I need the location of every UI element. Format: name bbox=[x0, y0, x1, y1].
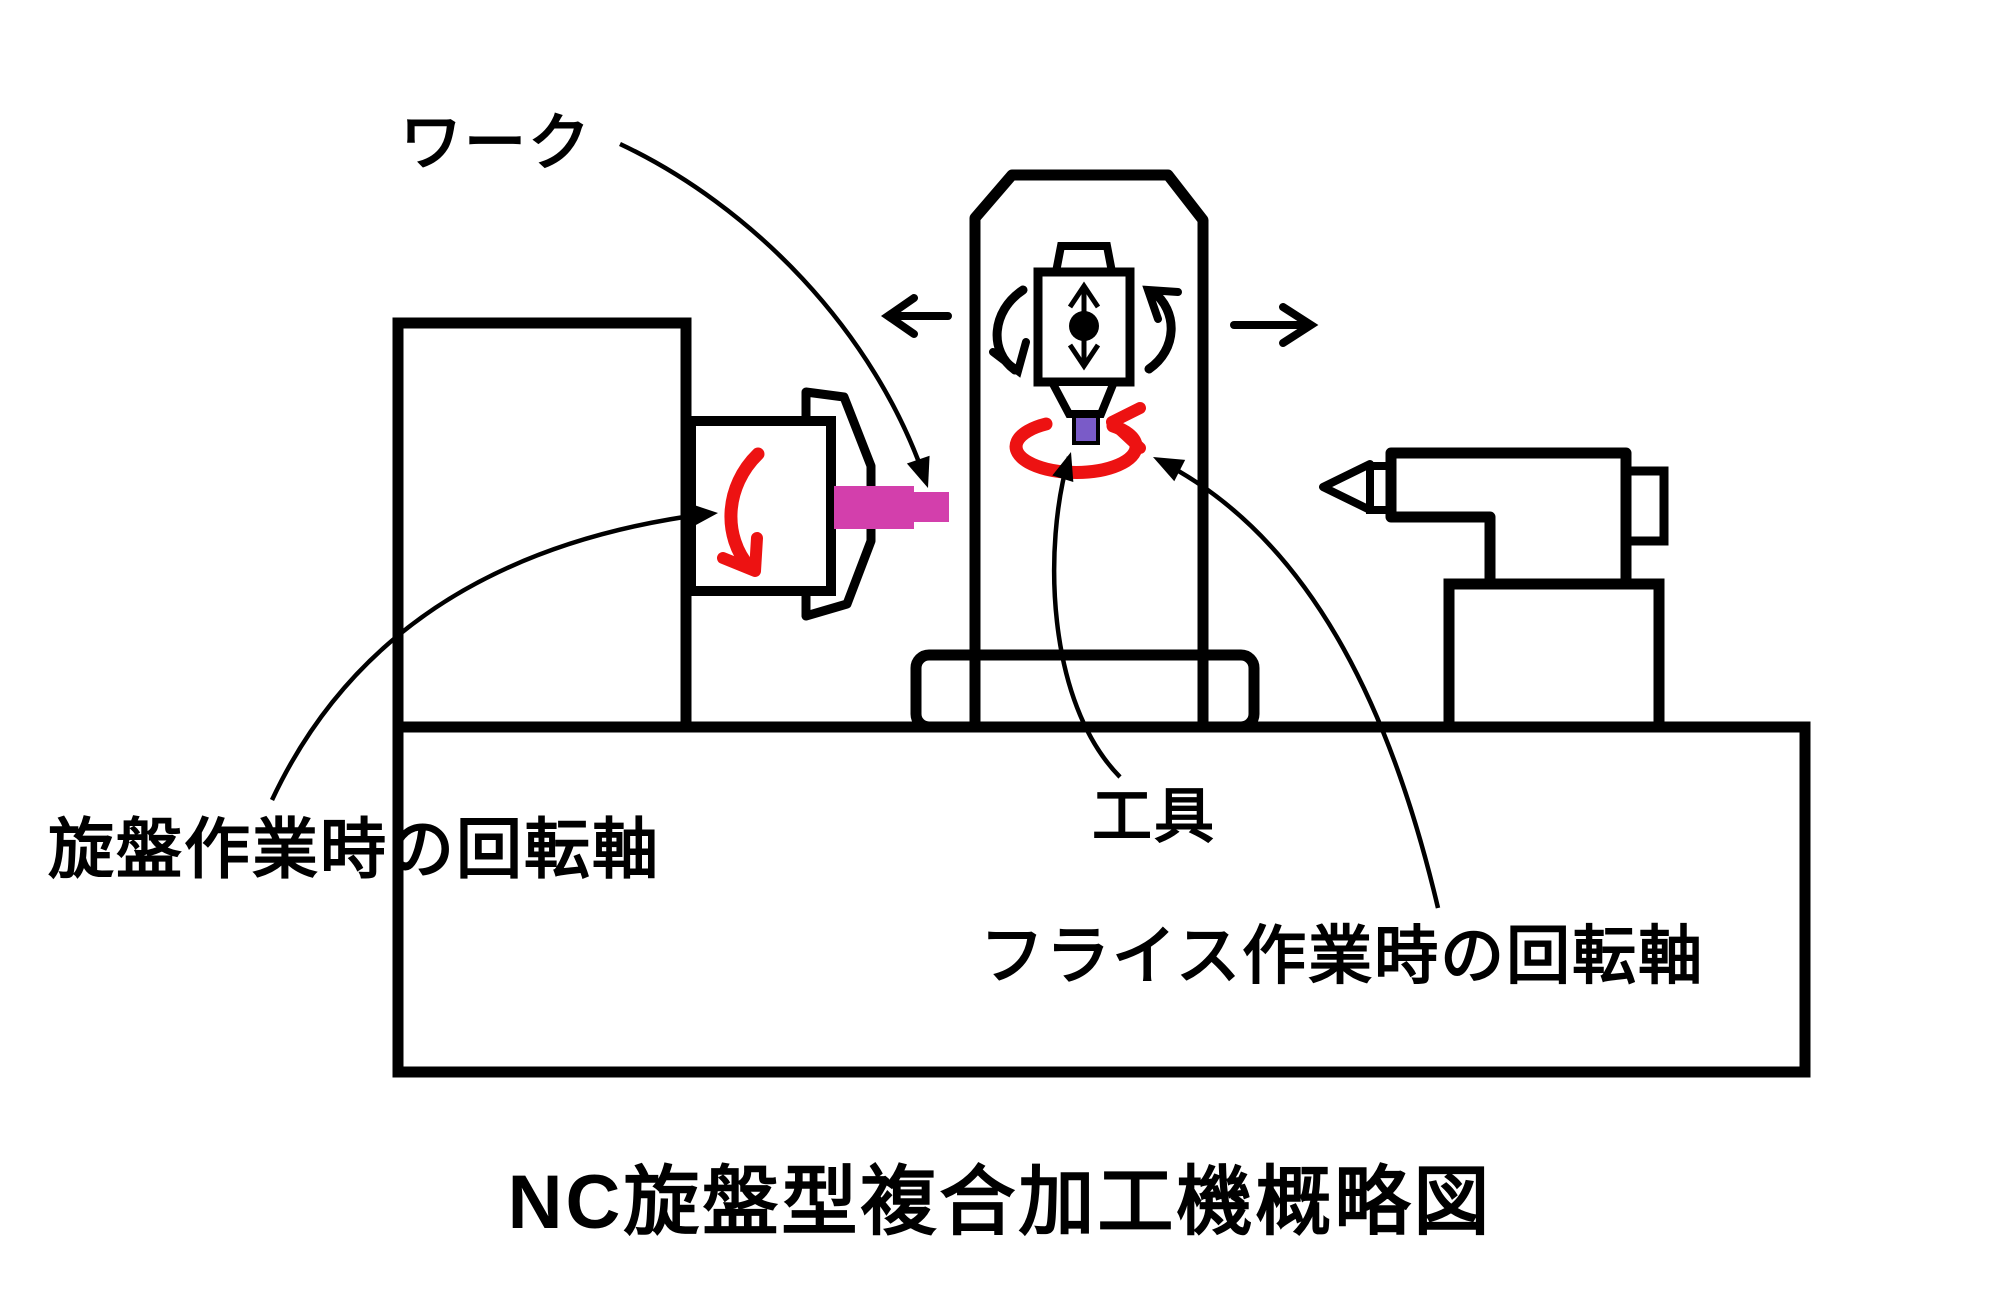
figure-title: NC旋盤型複合加工機概略図 bbox=[508, 1160, 1493, 1245]
tailstock bbox=[1319, 447, 1669, 733]
leader-tool bbox=[1051, 452, 1122, 779]
workpiece bbox=[834, 486, 949, 529]
b-axis-swivel-arrow-right-icon bbox=[1142, 285, 1182, 374]
spindle-pivot-dot bbox=[1069, 311, 1099, 341]
b-axis-swivel-arrow-left-icon bbox=[989, 285, 1030, 378]
label-workpiece: ワーク bbox=[400, 109, 592, 178]
milling-tool bbox=[1072, 414, 1100, 445]
leader-workpiece bbox=[619, 141, 930, 488]
leader-lathe-axis bbox=[269, 502, 718, 801]
tailstock-base bbox=[1443, 578, 1665, 733]
tailstock-body bbox=[1385, 447, 1632, 590]
tailstock-handle bbox=[1621, 466, 1669, 546]
traverse-arrow-left-icon bbox=[880, 294, 952, 338]
spindle-nose bbox=[1045, 378, 1120, 418]
traverse-arrow-right-icon bbox=[1230, 303, 1319, 347]
lathe-rotation-arrow-icon bbox=[717, 447, 765, 577]
machine-bed bbox=[392, 721, 1811, 1078]
label-tool: 工具 bbox=[1092, 783, 1216, 850]
leader-milling-axis bbox=[1153, 457, 1441, 909]
label-milling-rotation-axis: フライス作業時の回転軸 bbox=[980, 920, 1704, 992]
label-lathe-rotation-axis: 旋盤作業時の回転軸 bbox=[48, 812, 660, 886]
tailstock-center bbox=[1319, 460, 1374, 514]
